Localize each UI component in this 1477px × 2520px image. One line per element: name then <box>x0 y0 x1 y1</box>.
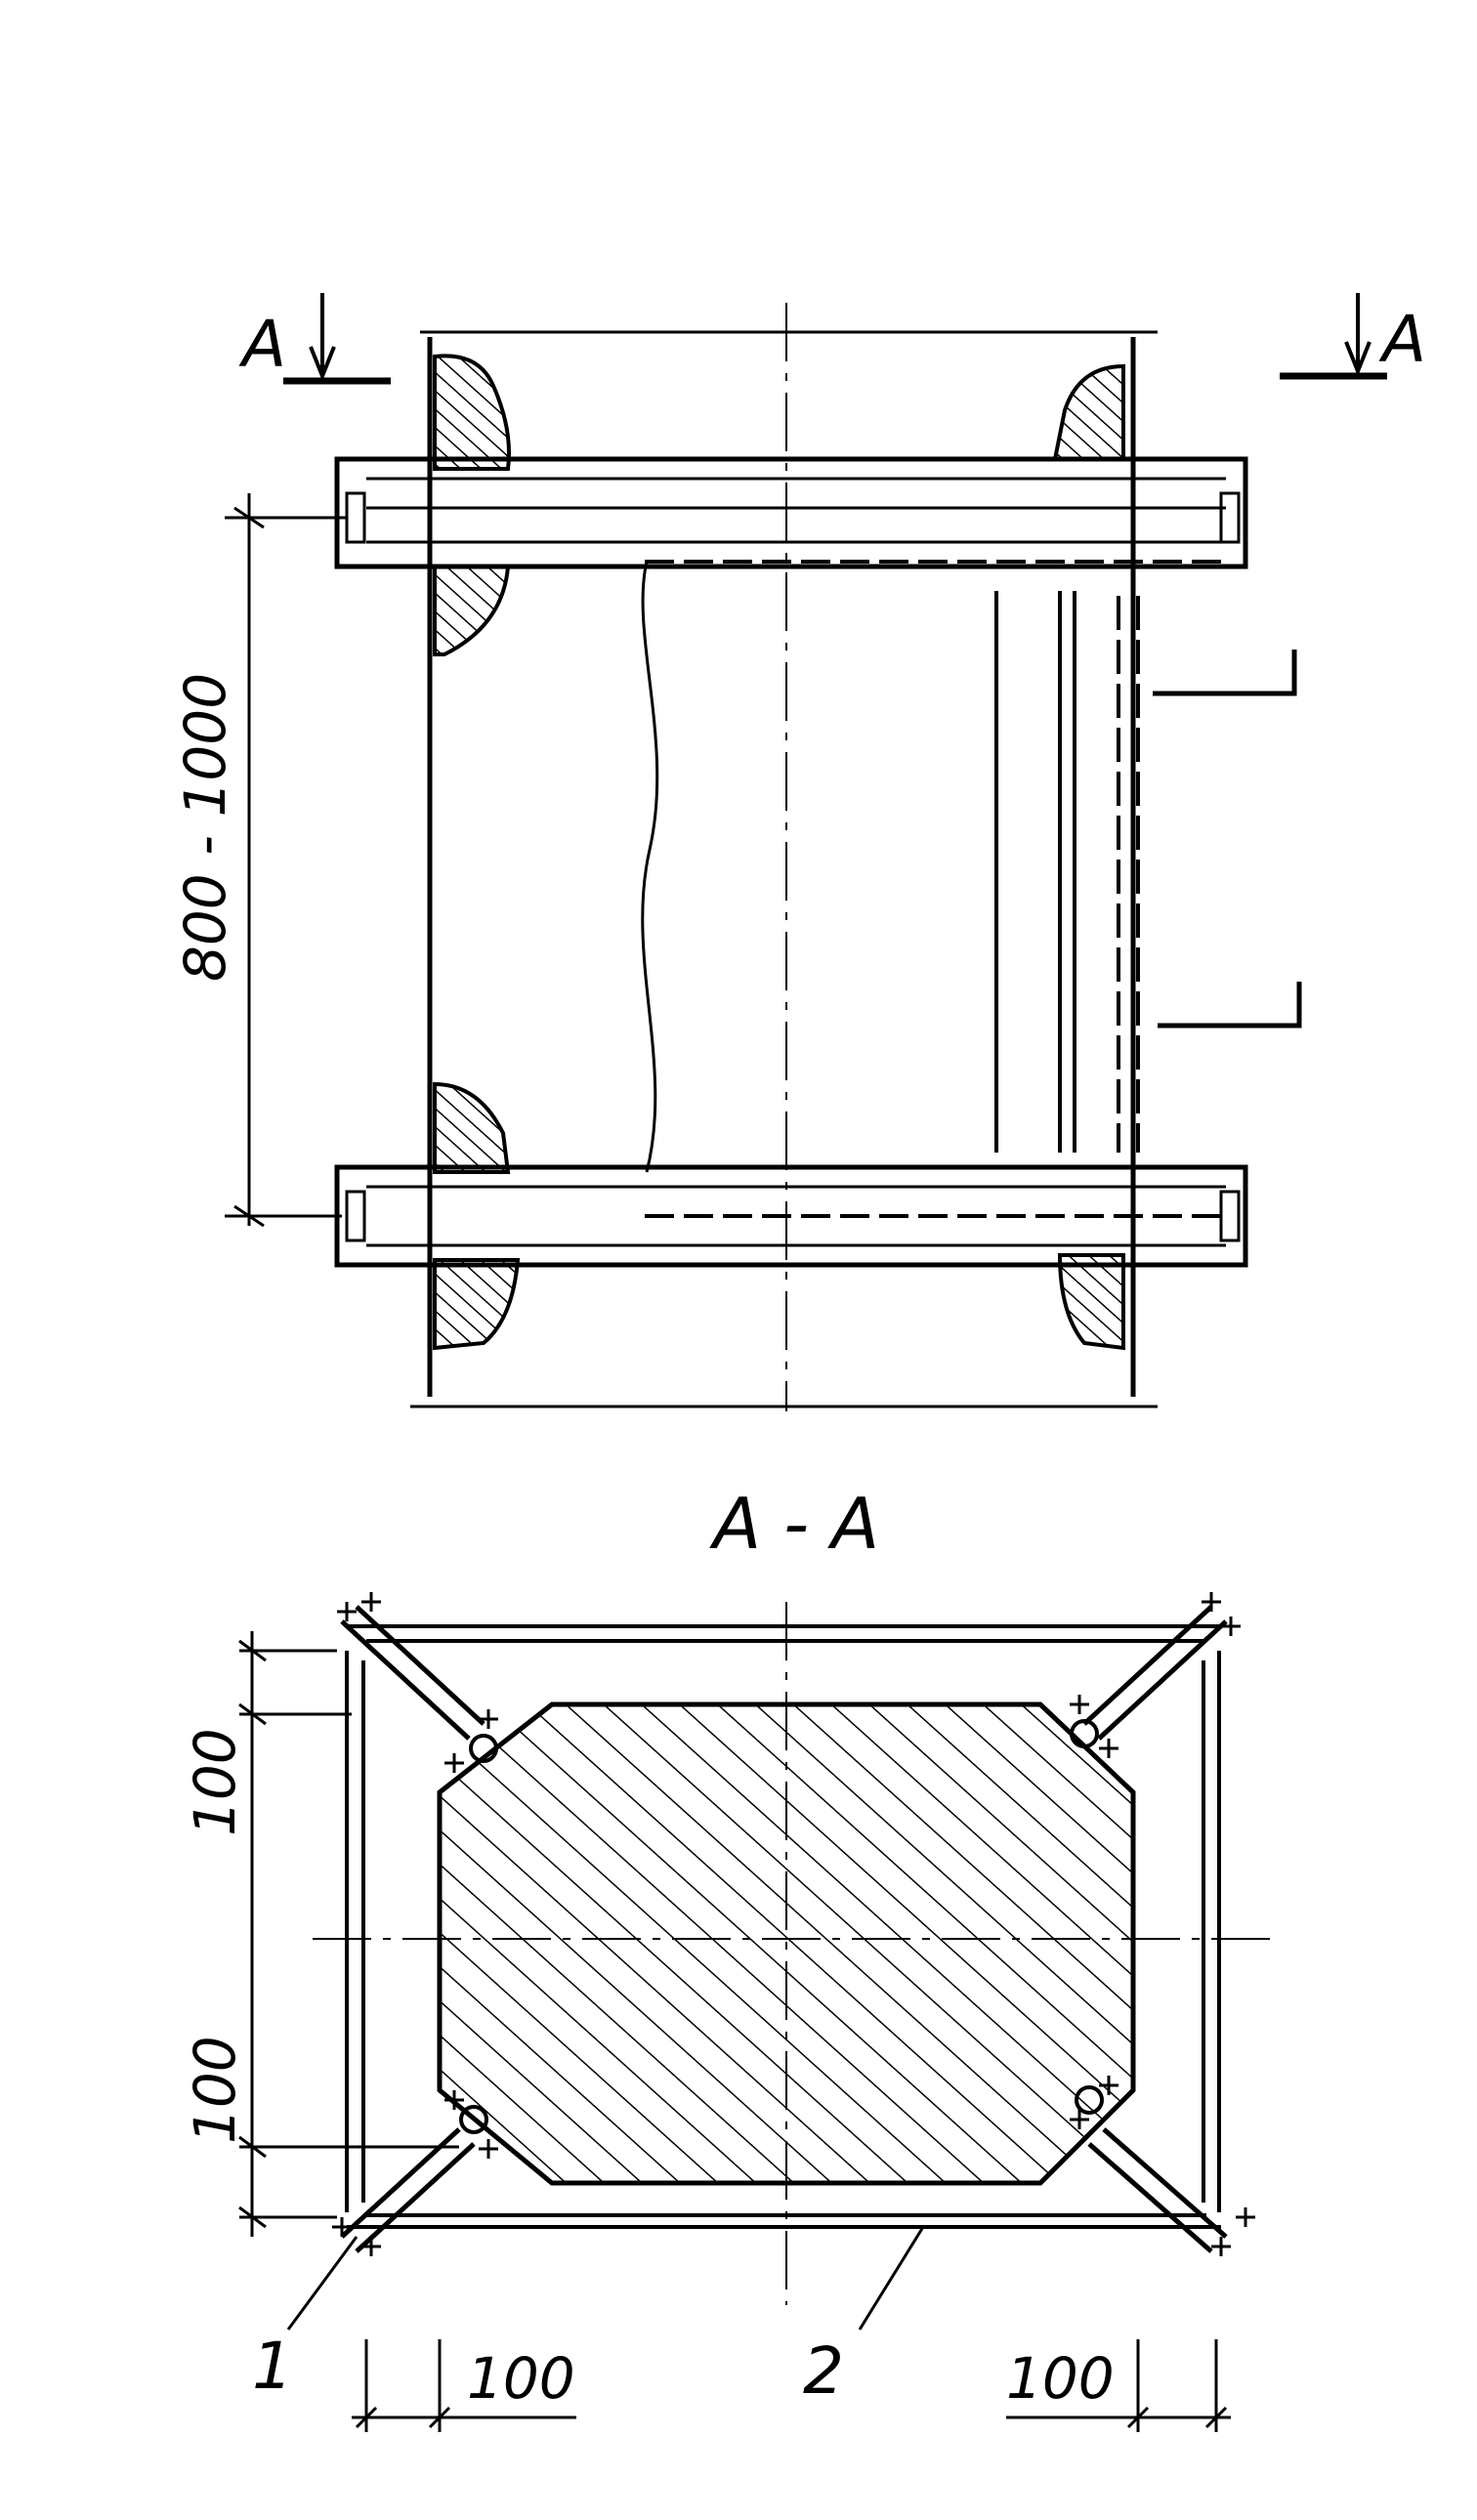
dim-height-label: 800 - 1000 <box>172 673 238 982</box>
rod-bottom-left <box>459 2105 488 2134</box>
haunch-top-left <box>433 354 511 471</box>
section-marker-left: A <box>238 307 286 382</box>
dim-bottom-right-label: 100 <box>1006 2345 1115 2412</box>
rod-bottom-right <box>1075 2085 1104 2115</box>
break-line <box>641 561 659 1173</box>
diagonal-braces <box>340 1605 1228 2253</box>
callout-1-label: 1 <box>252 2329 293 2404</box>
haunch-top-left-lower <box>433 565 511 656</box>
rod-top-right <box>1070 1719 1099 1748</box>
dim-upper-label: 100 <box>182 1728 248 1836</box>
callout-2-leader <box>858 2226 925 2331</box>
haunch-bottom-left-upper <box>433 1081 511 1174</box>
dim-bottom-left-label: 100 <box>467 2345 575 2412</box>
elevation-view <box>225 293 1387 1411</box>
haunch-top-right <box>1052 363 1125 461</box>
lower-clamp-beam <box>334 1164 1248 1268</box>
section-title: A - A <box>709 1483 879 1565</box>
weld-marks <box>332 1592 1255 2256</box>
section-marker-right: A <box>1378 302 1426 377</box>
dim-lower-label: 100 <box>182 2036 248 2144</box>
callout-1-leader <box>286 2236 359 2331</box>
section-arrow-right-head <box>1344 341 1372 377</box>
outer-frame <box>345 1624 1221 2229</box>
upper-clamp-beam <box>334 456 1248 569</box>
haunch-bottom-right <box>1057 1253 1125 1351</box>
section-view <box>238 1592 1270 2432</box>
section-arrow-left-head <box>309 346 336 382</box>
callout-2-label: 2 <box>803 2333 844 2409</box>
haunch-bottom-left <box>433 1258 521 1351</box>
rod-top-left <box>469 1734 498 1763</box>
vertical-bars <box>994 591 1140 1153</box>
section-cut-mark-lower <box>1158 982 1302 1029</box>
column-section <box>437 1701 1136 2186</box>
section-cut-mark-upper <box>1153 650 1297 696</box>
